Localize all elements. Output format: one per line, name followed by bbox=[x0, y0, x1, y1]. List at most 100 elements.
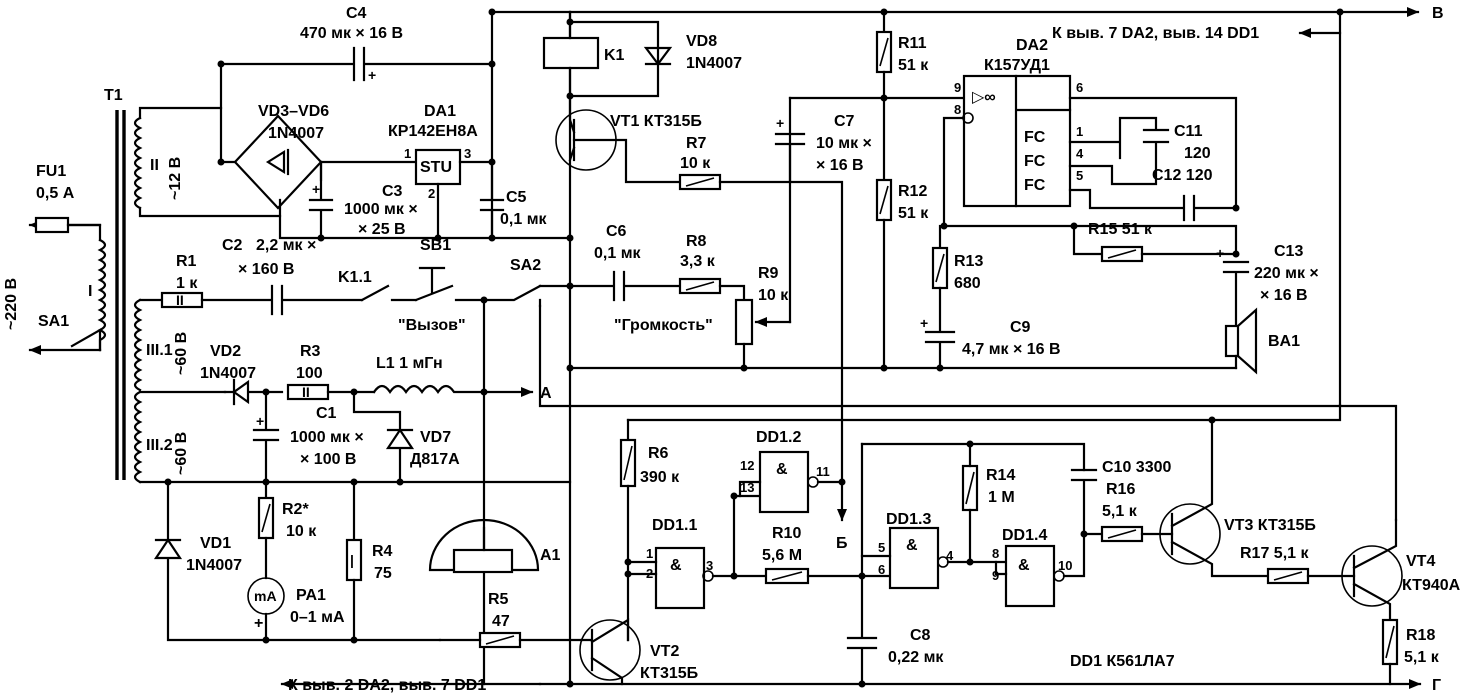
da1-ref: DA1 bbox=[424, 103, 456, 120]
fu1-value: 0,5 А bbox=[36, 185, 75, 202]
c6-ref: C6 bbox=[606, 223, 627, 240]
svg-text:+: + bbox=[368, 67, 376, 83]
r9-caption: "Громкость" bbox=[614, 317, 713, 334]
t1-w31-voltage: ~60 В bbox=[173, 332, 190, 375]
c1-value1: 1000 мк × bbox=[290, 429, 364, 446]
svg-text:6: 6 bbox=[878, 562, 885, 577]
top-bus-label: К выв. 7 DA2, выв. 14 DD1 bbox=[1052, 25, 1259, 42]
sa1-ref: SA1 bbox=[38, 313, 69, 330]
r2-value: 10 к bbox=[286, 523, 317, 540]
vd2-ref: VD2 bbox=[210, 343, 241, 360]
dd11-ref: DD1.1 bbox=[652, 517, 697, 534]
pa1-plus: + bbox=[254, 615, 263, 632]
diode-bridge bbox=[233, 114, 323, 210]
c13-ref: C13 bbox=[1274, 243, 1303, 260]
low-voltage-supply: + C4 470 мк × 16 В VD3–VD6 1N4007 + C3 1… bbox=[217, 5, 574, 242]
da2-fc2: FC bbox=[1024, 153, 1046, 170]
vd2-value: 1N4007 bbox=[200, 365, 256, 382]
c4-ref: C4 bbox=[346, 5, 367, 22]
k11-ref: K1.1 bbox=[338, 269, 372, 286]
r6-ref: R6 bbox=[648, 445, 669, 462]
relay-stage: K1 VD8 1N4007 VT1 КТ315Б R7 10 к Б bbox=[542, 10, 848, 552]
timer-logic: R6 390 к & DD1.1 1 2 3 & DD1.2 12 13 11 … bbox=[288, 403, 1461, 694]
da1-part: КР142ЕН8А bbox=[388, 123, 478, 140]
c5-ref: C5 bbox=[506, 189, 527, 206]
r11-ref: R11 bbox=[898, 35, 927, 52]
relay-coil-k1 bbox=[542, 36, 600, 70]
r12-ref: R12 bbox=[898, 183, 927, 200]
r16-value: 5,1 к bbox=[1102, 503, 1138, 520]
c8-value: 0,22 мк bbox=[888, 649, 944, 666]
gate-dd1-2 bbox=[758, 450, 810, 514]
r11-value: 51 к bbox=[898, 57, 929, 74]
t1-ref: T1 bbox=[104, 87, 123, 104]
c5-value: 0,1 мк bbox=[500, 211, 548, 228]
charging-circuit: VD2 1N4007 II R3 100 L1 1 мГн А + C1 100… bbox=[153, 343, 584, 649]
da1-core: STU bbox=[420, 159, 452, 176]
svg-text:&: & bbox=[776, 461, 788, 478]
mains-input: ~220 В FU1 0,5 А SA1 I T1 II ~12 В III.1… bbox=[3, 87, 282, 484]
dd13-ref: DD1.3 bbox=[886, 511, 931, 528]
c2-ref: C2 bbox=[222, 237, 243, 254]
r7-ref: R7 bbox=[686, 135, 707, 152]
c7-value1: 10 мк × bbox=[816, 135, 872, 152]
vt4-value: КТ940А bbox=[1402, 577, 1461, 594]
gate-dd1-4 bbox=[1004, 544, 1056, 608]
da2-ref: DA2 bbox=[1016, 37, 1048, 54]
svg-text:II: II bbox=[302, 384, 310, 400]
c4-value: 470 мк × 16 В bbox=[300, 25, 403, 42]
svg-text:1: 1 bbox=[646, 546, 653, 561]
k1-ref: K1 bbox=[604, 47, 625, 64]
svg-text:4: 4 bbox=[946, 548, 954, 563]
r15-ref: R15 51 к bbox=[1088, 221, 1153, 238]
r16-ref: R16 bbox=[1106, 481, 1135, 498]
svg-text:6: 6 bbox=[1076, 80, 1083, 95]
svg-text:11: 11 bbox=[816, 464, 830, 479]
da2-fc1: FC bbox=[1024, 129, 1046, 146]
svg-text:12: 12 bbox=[740, 458, 754, 473]
transistor-vt3 bbox=[1159, 503, 1221, 565]
vd1-value: 1N4007 bbox=[186, 557, 242, 574]
svg-text:+: + bbox=[256, 413, 264, 429]
da2-fc3: FC bbox=[1024, 177, 1046, 194]
r7-value: 10 к bbox=[680, 155, 711, 172]
svg-text:9: 9 bbox=[954, 80, 961, 95]
svg-text:+: + bbox=[1216, 245, 1224, 261]
dd12-ref: DD1.2 bbox=[756, 429, 801, 446]
fuse-fu1 bbox=[34, 216, 70, 234]
r8-value: 3,3 к bbox=[680, 253, 716, 270]
r5-ref: R5 bbox=[488, 591, 509, 608]
power-buses bbox=[280, 7, 1422, 689]
c13-value1: 220 мк × bbox=[1254, 265, 1319, 282]
c12-ref: C12 120 bbox=[1152, 167, 1213, 184]
dd1-ref: DD1 К561ЛА7 bbox=[1070, 653, 1175, 670]
r3-ref: R3 bbox=[300, 343, 321, 360]
c13-value2: × 16 В bbox=[1260, 287, 1308, 304]
c1-value2: × 100 В bbox=[300, 451, 356, 468]
sb1-ref: SB1 bbox=[420, 237, 451, 254]
svg-text:3: 3 bbox=[706, 558, 713, 573]
svg-text:5: 5 bbox=[878, 540, 885, 555]
bell-a1 bbox=[428, 518, 540, 572]
vt2-value: КТ315Б bbox=[640, 665, 698, 682]
r4-ref: R4 bbox=[372, 543, 393, 560]
r14-value: 1 М bbox=[988, 489, 1015, 506]
vd8-ref: VD8 bbox=[686, 33, 717, 50]
t1-w2: II bbox=[150, 157, 159, 174]
c6-value: 0,1 мк bbox=[594, 245, 642, 262]
r10-ref: R10 bbox=[772, 525, 801, 542]
svg-text:3: 3 bbox=[464, 146, 471, 161]
svg-text:+: + bbox=[312, 181, 320, 197]
potentiometer-r9[interactable] bbox=[734, 298, 754, 346]
svg-text:1: 1 bbox=[1076, 124, 1083, 139]
r2-ref: R2* bbox=[282, 501, 309, 518]
c11-ref: C11 bbox=[1174, 123, 1203, 140]
r4-value: 75 bbox=[374, 565, 392, 582]
c8-ref: C8 bbox=[910, 627, 931, 644]
c2-value2: × 160 В bbox=[238, 261, 294, 278]
c11-value: 120 bbox=[1184, 145, 1211, 162]
r3-value: 100 bbox=[296, 365, 323, 382]
r9-ref: R9 bbox=[758, 265, 779, 282]
svg-text:8: 8 bbox=[992, 546, 999, 561]
svg-text:&: & bbox=[670, 557, 682, 574]
